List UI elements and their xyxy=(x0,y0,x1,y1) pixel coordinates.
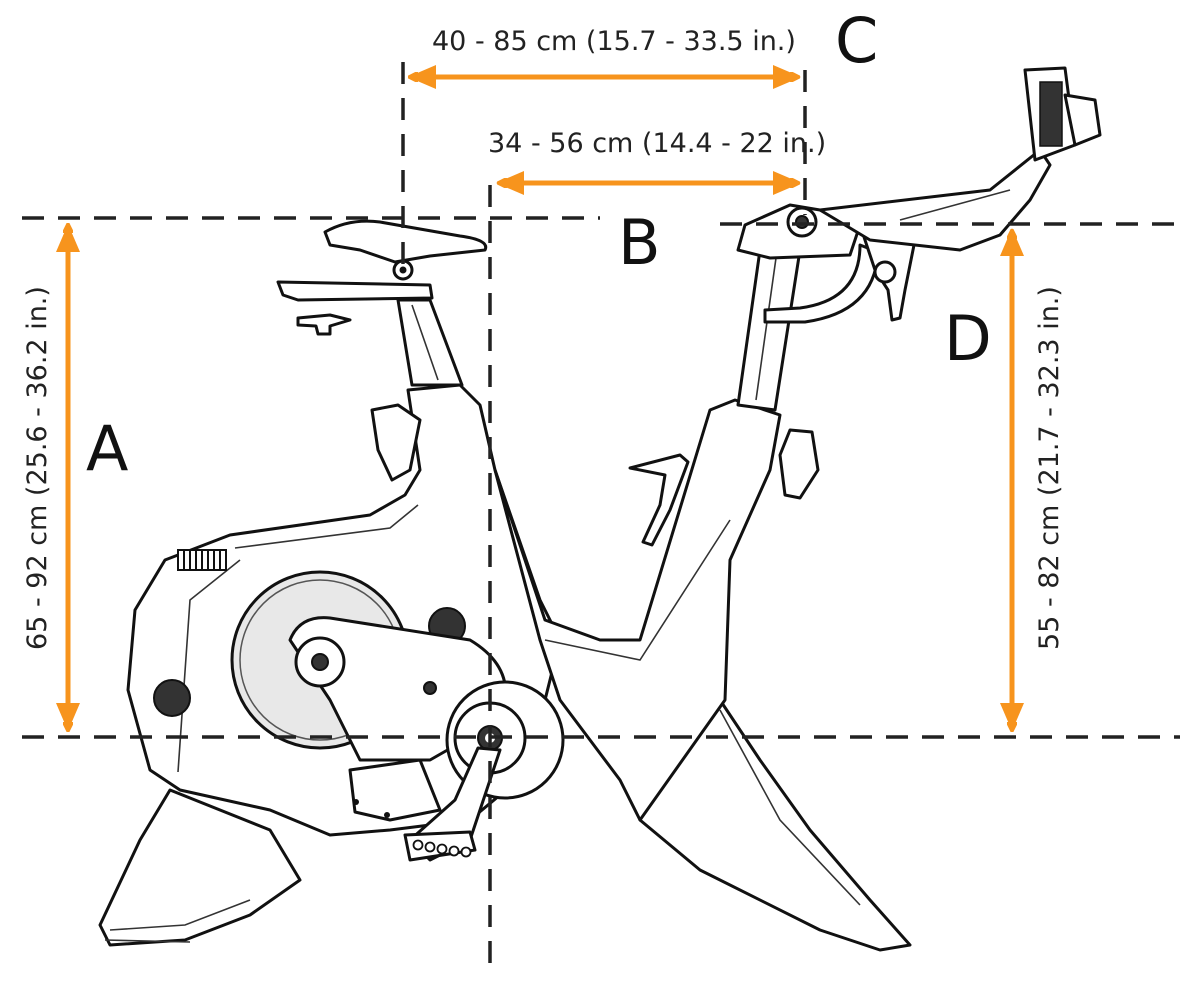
front-frame xyxy=(493,398,782,822)
rear-side-lever xyxy=(370,403,422,482)
letter-a: A xyxy=(86,412,128,485)
saddle-rail xyxy=(276,280,434,302)
rear-panel xyxy=(348,758,442,822)
dimension-arrows xyxy=(68,77,1012,727)
display-mount xyxy=(1063,93,1102,147)
saddle xyxy=(323,219,488,264)
arrowheads xyxy=(56,65,1024,731)
dimension-d-label: 55 - 82 cm (21.7 - 32.3 in.) xyxy=(1034,286,1065,650)
side-knob xyxy=(153,679,191,717)
rear-foot xyxy=(98,788,302,947)
dimension-c-label: 40 - 85 cm (15.7 - 33.5 in.) xyxy=(432,26,796,57)
bottle-cage xyxy=(628,453,690,547)
crank-arm xyxy=(408,746,502,862)
handlebar-stem xyxy=(736,248,802,412)
front-side-lever xyxy=(778,428,820,500)
smart-bike-illustration xyxy=(98,66,1102,952)
letter-b: B xyxy=(618,206,661,279)
reference-lines xyxy=(22,62,1180,965)
letter-d: D xyxy=(944,302,992,375)
drop-handlebar xyxy=(763,243,880,324)
vent-grille xyxy=(177,549,227,571)
letter-c: C xyxy=(835,4,878,77)
seat-adjust-knob xyxy=(296,313,352,336)
seat-post xyxy=(396,298,464,387)
dimension-b-label: 34 - 56 cm (14.4 - 22 in.) xyxy=(488,128,826,159)
dimension-a-label: 65 - 92 cm (25.6 - 36.2 in.) xyxy=(22,286,53,650)
